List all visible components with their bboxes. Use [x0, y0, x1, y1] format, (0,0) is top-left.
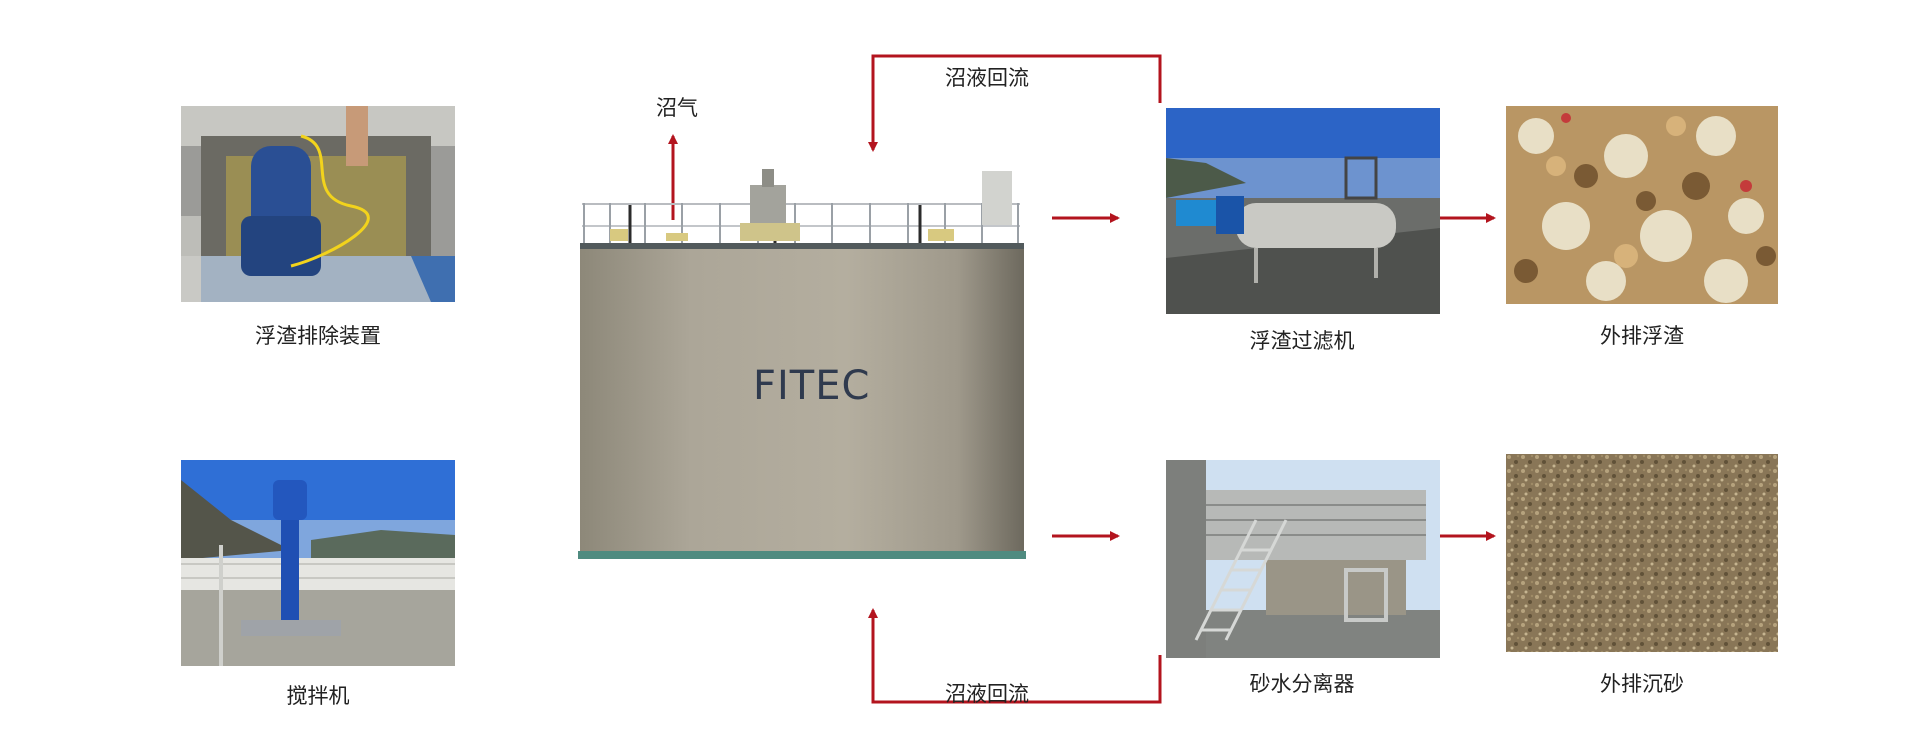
- recirc-top-arrow: [868, 54, 1162, 152]
- mixer-photo: [181, 460, 455, 666]
- recirc-bottom-arrow: [868, 608, 1162, 704]
- scum-remover-photo: [181, 106, 455, 302]
- digester-tank: [578, 169, 1026, 559]
- mixer-caption: 搅拌机: [286, 684, 350, 708]
- scum-remover-caption: 浮渣排除装置: [255, 324, 381, 348]
- scum-discharge-caption: 外排浮渣: [1600, 324, 1684, 348]
- recirculation-top-label: 沼液回流: [945, 66, 1029, 90]
- tank-brand-label: FITEC: [753, 363, 871, 409]
- grit-separator-photo: [1166, 460, 1440, 658]
- biogas-label: 沼气: [656, 96, 698, 120]
- grit-discharge-caption: 外排沉砂: [1600, 672, 1684, 696]
- recirculation-bottom-label: 沼液回流: [945, 682, 1029, 706]
- scum-filter-caption: 浮渣过滤机: [1249, 329, 1355, 353]
- grit-discharge-photo: [1506, 454, 1778, 652]
- scum-filter-photo: [1166, 108, 1440, 314]
- grit-separator-caption: 砂水分离器: [1249, 672, 1355, 696]
- scum-discharge-photo: [1506, 106, 1778, 304]
